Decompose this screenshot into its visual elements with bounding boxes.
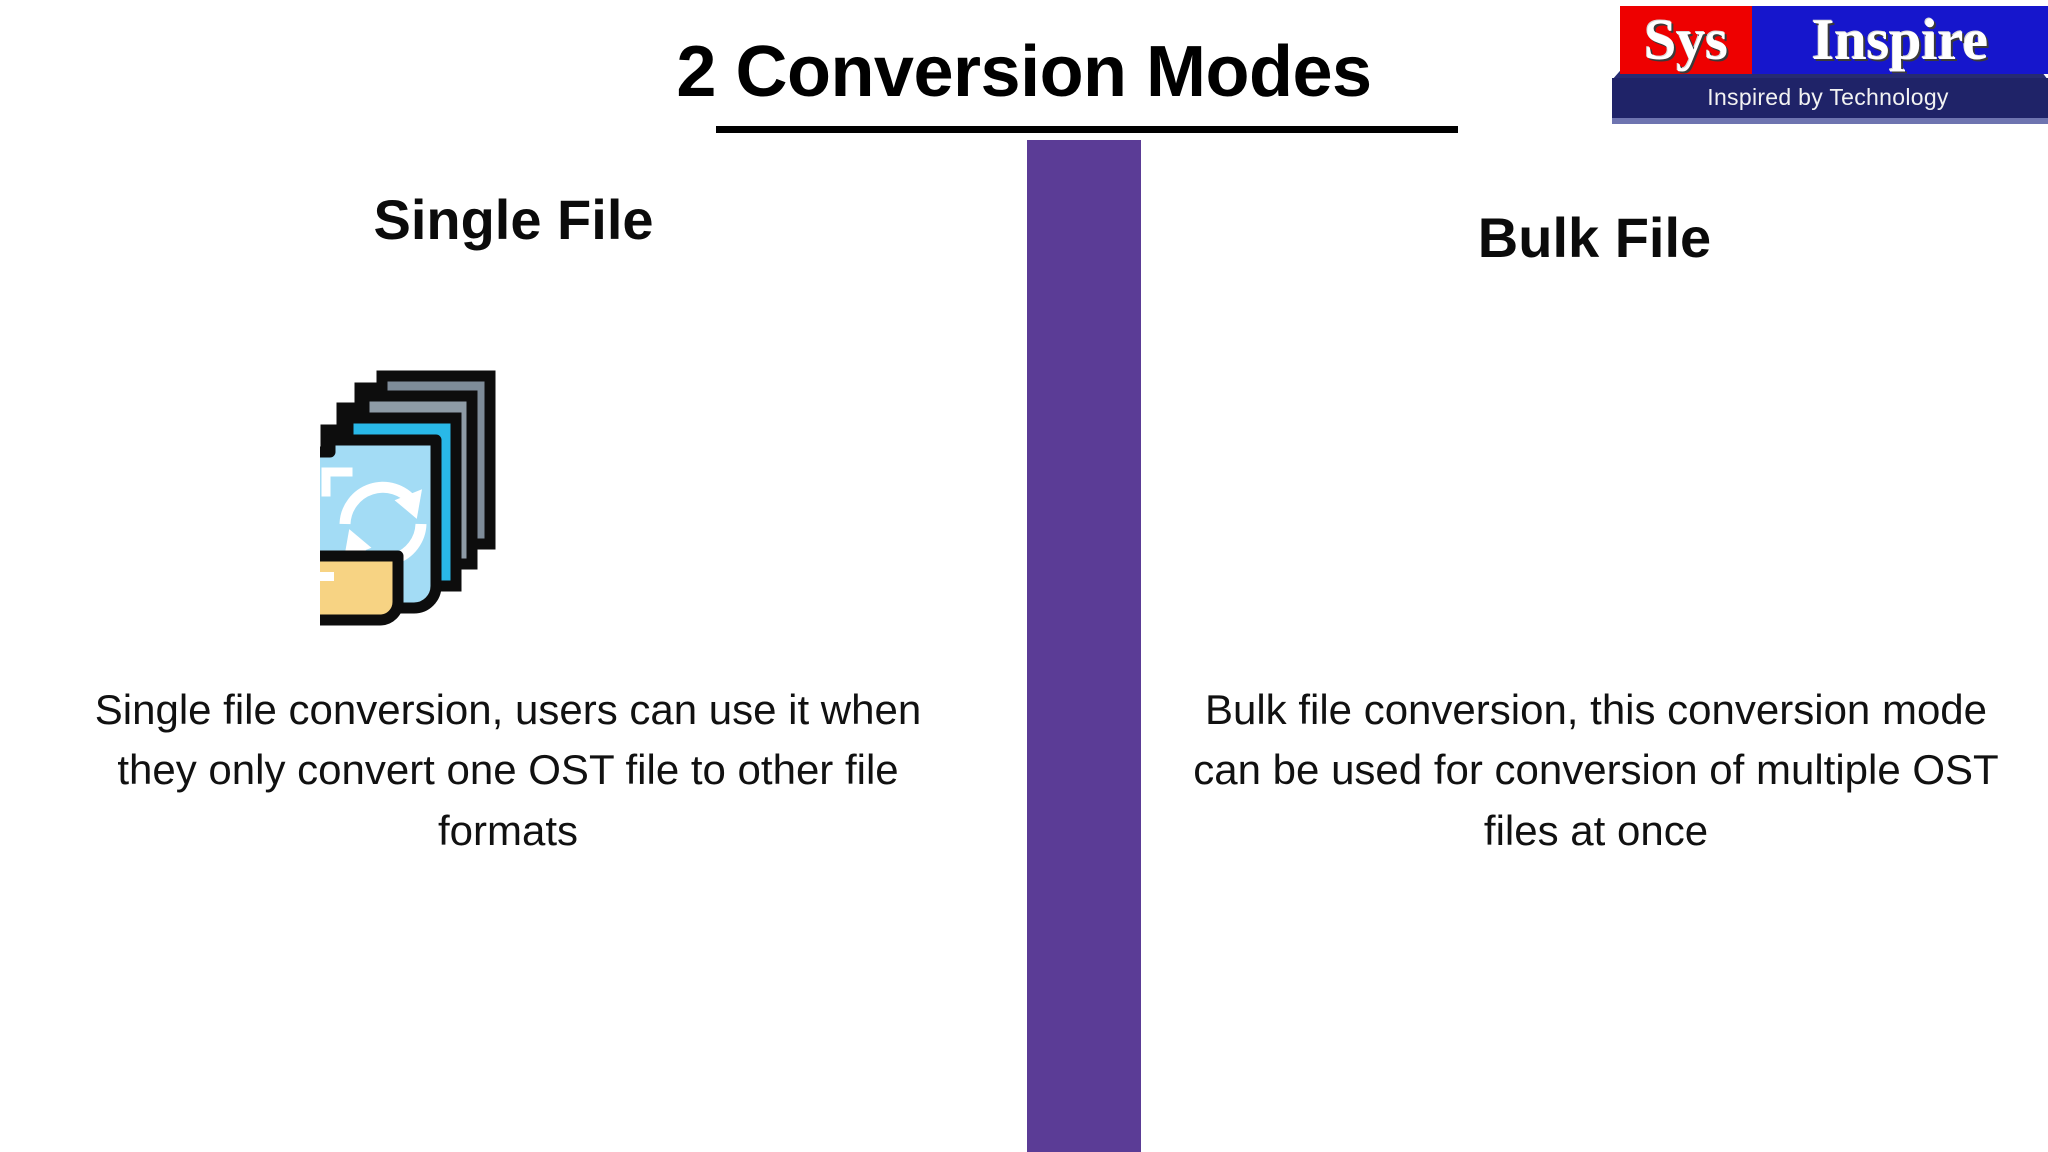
- title-underline-rule: [716, 126, 1458, 133]
- column-bulk-file: Bulk File Bulk file conv: [1141, 0, 2048, 1152]
- stacked-files-sync-icon: [320, 360, 590, 630]
- logo-word-sys: Sys: [1620, 6, 1752, 74]
- bulk-file-description: Bulk file conversion, this conversion mo…: [1193, 686, 1999, 854]
- logo-word-inspire: Inspire: [1752, 6, 2048, 74]
- single-file-heading: Single File: [373, 188, 654, 251]
- vertical-divider-bar: [1027, 140, 1141, 1152]
- column-single-file: Single File Single f: [94, 188, 922, 854]
- single-file-description: Single file conversion, users can use it…: [94, 686, 922, 854]
- logo-tagline: Inspired by Technology: [1707, 84, 1949, 110]
- sysinspire-logo: Sys Inspire Inspired by Technology: [1608, 2, 2048, 126]
- bulk-file-heading: Bulk File: [1477, 206, 1712, 269]
- logo-wordmark: Sys Inspire: [1620, 6, 2048, 74]
